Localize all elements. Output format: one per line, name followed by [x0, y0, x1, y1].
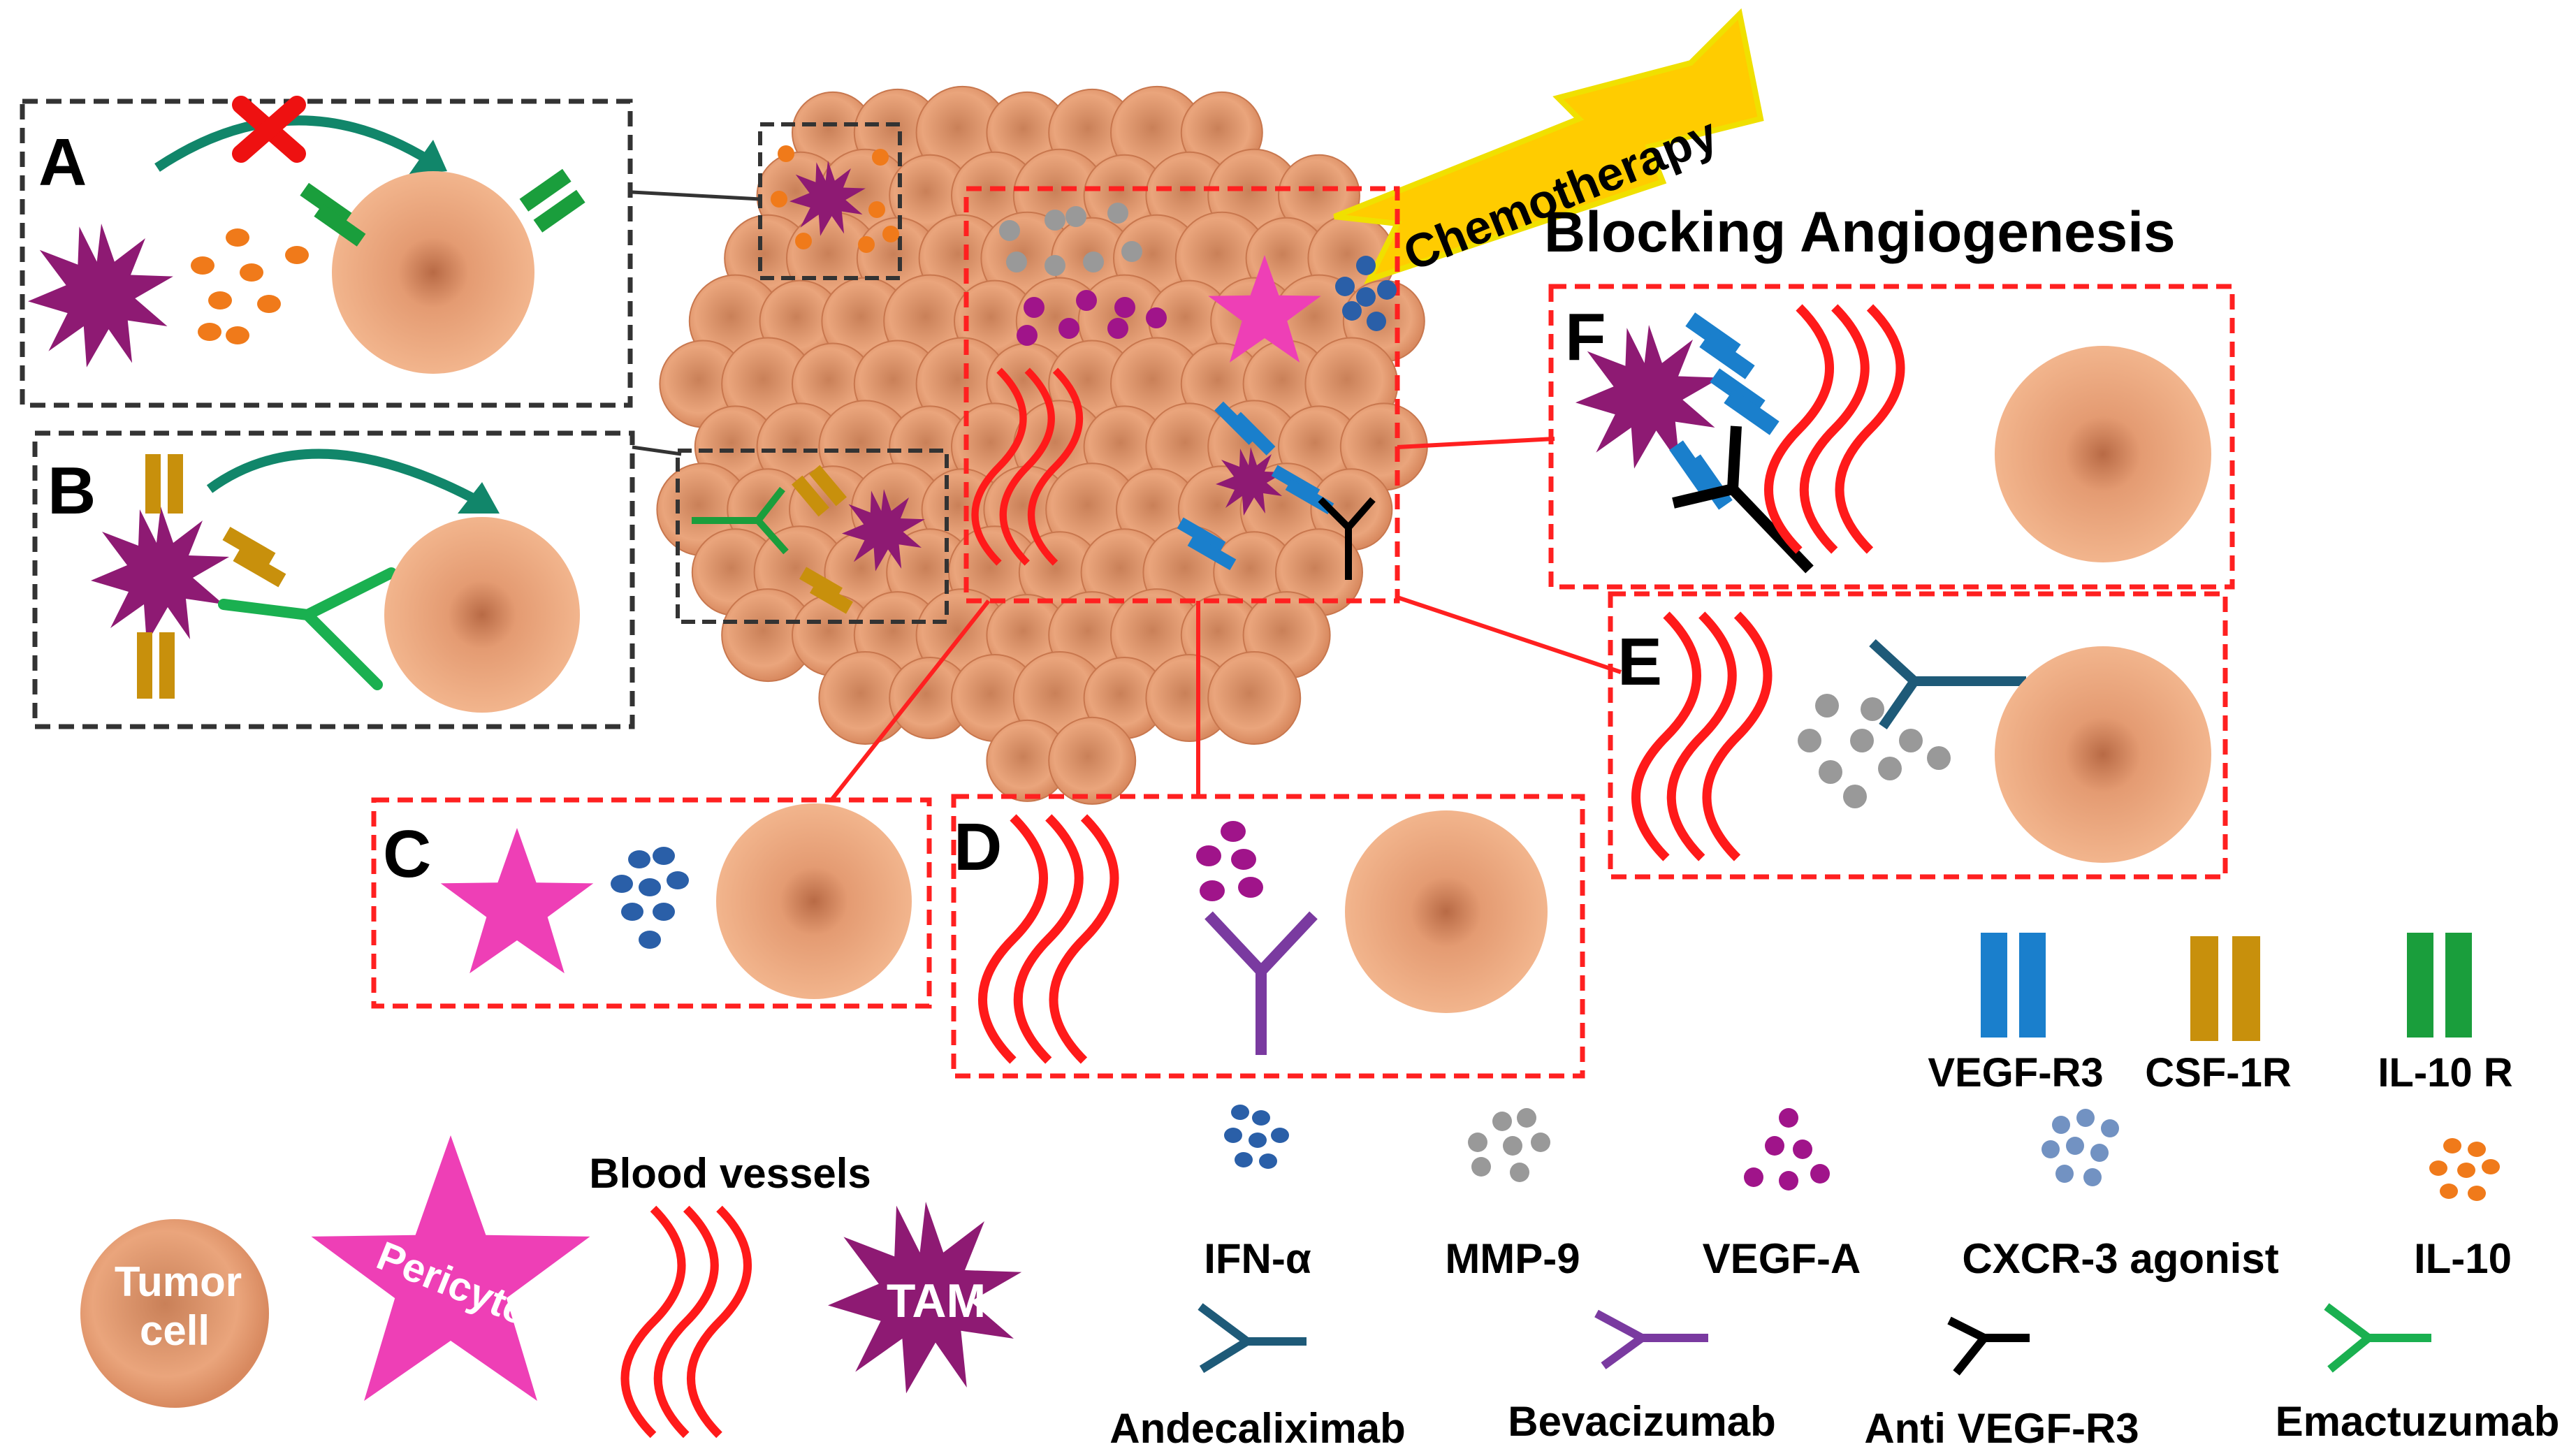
panel-c-label: C [383, 817, 431, 891]
ifn-alpha-label: IFN-α [1204, 1235, 1311, 1282]
csf-1r-label: CSF-1R [2145, 1050, 2291, 1095]
mmp-9-icon [1468, 1108, 1550, 1182]
andecaliximab-icon [1198, 1303, 1307, 1374]
legend-antibodies: Andecaliximab Bevacizumab Anti VEGF-R3 E… [1109, 1303, 2560, 1452]
anti-vegf-r3-label: Anti VEGF-R3 [1864, 1405, 2139, 1452]
panel-b: B [32, 430, 635, 729]
tumor-cell-label-line1: Tumor [115, 1258, 242, 1305]
panel-f: Blocking Angiogenesis F [1544, 201, 2235, 590]
tumor-cell-f [1995, 346, 2211, 562]
panel-a-label: A [38, 125, 87, 200]
panel-c: C [371, 797, 932, 1009]
tumor-mass-cell [1048, 716, 1137, 805]
vegf-a-icon [1744, 1108, 1830, 1191]
legend-molecules: IFN-α MMP-9 VEGF-A CXCR-3 agonist IL-10 [1204, 1105, 2512, 1282]
tam-label: TAM [887, 1274, 986, 1327]
il-10-r-icon [2407, 933, 2472, 1038]
csf-1r-icon [2190, 936, 2260, 1041]
mmp9-particles-e [1798, 694, 1951, 808]
emactuzumab-label: Emactuzumab [2276, 1398, 2560, 1445]
tumor-inset-a [758, 122, 902, 280]
mmp9-cluster-inset [999, 203, 1142, 276]
anti-vegf-r3-icon [1947, 1316, 2030, 1376]
connector-lines-red [829, 437, 1622, 801]
tumor-cell-a [332, 171, 534, 374]
vegf-a-particles-d [1196, 821, 1263, 901]
block-x-icon [232, 96, 306, 163]
vegf-r3-label: VEGF-R3 [1928, 1050, 2103, 1095]
tumor-cell-d [1345, 810, 1548, 1013]
emactuzumab-icon [2324, 1303, 2431, 1373]
vegf-a-label: VEGF-A [1703, 1235, 1861, 1282]
bevacizumab-icon [1594, 1309, 1708, 1369]
tumor-inset-main [963, 186, 1400, 604]
bevacizumab-label: Bevacizumab [1508, 1398, 1776, 1445]
connector-lines-black [632, 190, 761, 456]
ifn-cluster-inset [1335, 256, 1397, 331]
blood-vessels-legend-icon [625, 1209, 748, 1435]
panel-a: A [20, 96, 633, 408]
tumor-inset-b [676, 449, 949, 624]
tumor-mass-cell [1207, 651, 1302, 745]
ifn-particles-c [611, 847, 689, 949]
il-10-label: IL-10 [2414, 1235, 2512, 1282]
tumor-cell-label-line2: cell [140, 1307, 210, 1354]
legend-receptors: VEGF-R3 CSF-1R IL-10 R [1928, 933, 2513, 1095]
legend-cells: Tumor cell Pericyte Blood vessels TAM [80, 1135, 1022, 1435]
panel-b-label: B [48, 453, 96, 528]
cxcr-3-agonist-label: CXCR-3 agonist [1962, 1235, 2278, 1282]
ifn-alpha-icon [1224, 1105, 1289, 1169]
il-10-r-label: IL-10 R [2378, 1050, 2512, 1095]
blood-vessels-label: Blood vessels [589, 1150, 871, 1197]
blocking-angiogenesis-heading: Blocking Angiogenesis [1544, 201, 2176, 264]
panel-e: E [1608, 591, 2228, 880]
cxcr-3-agonist-icon [2042, 1109, 2119, 1186]
tumor-cell-c [716, 803, 912, 999]
vegf-a-cluster-inset [1017, 290, 1167, 346]
panel-d-label: D [954, 810, 1002, 884]
tumor-cell-b [384, 517, 580, 713]
tumor-cell-legend-icon [80, 1219, 269, 1408]
il-10-particles-a [191, 228, 309, 344]
tumor-cell-e [1995, 646, 2211, 863]
andecaliximab-label: Andecaliximab [1109, 1405, 1406, 1452]
mmp-9-label: MMP-9 [1445, 1235, 1580, 1282]
panel-d: D [951, 794, 1585, 1079]
vegf-r3-icon [1981, 933, 2046, 1038]
il-10-icon [2429, 1138, 2500, 1201]
panel-e-label: E [1617, 625, 1662, 699]
